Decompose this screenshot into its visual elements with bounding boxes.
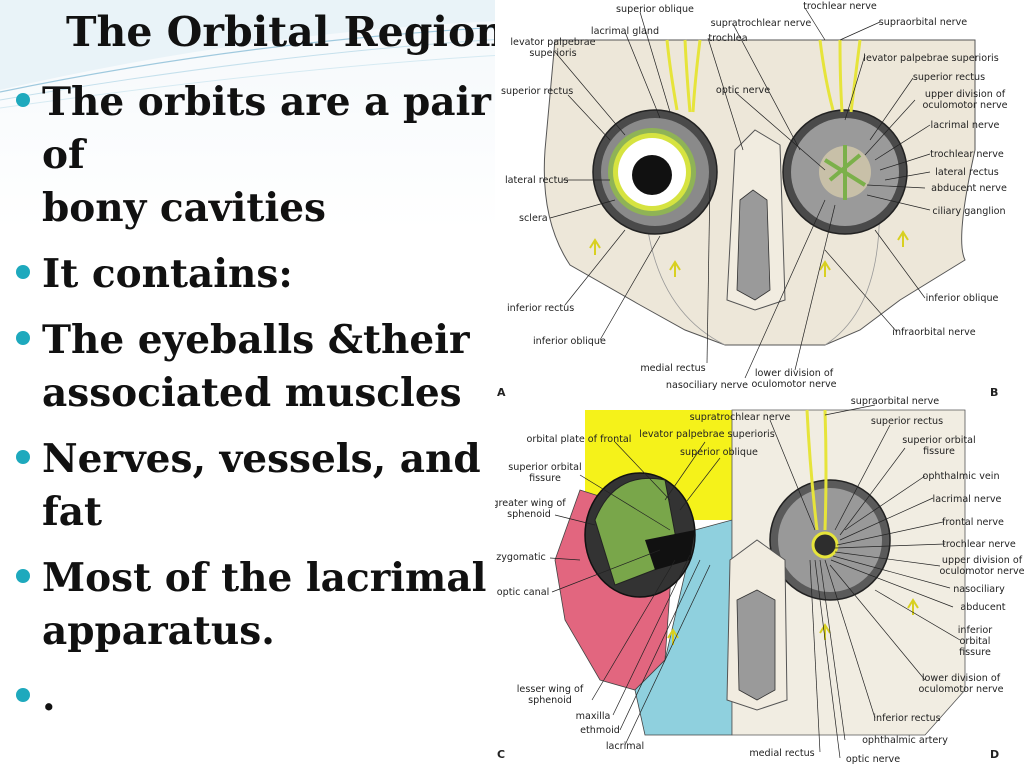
label-d-ophthalmic-vein: ophthalmic vein — [922, 471, 999, 482]
label-a-medial-rectus: medial rectus — [640, 363, 705, 374]
bullet-dot-icon — [16, 93, 30, 107]
label-b-trochlear-top: trochlear nerve — [803, 1, 877, 12]
label-a-inferior-rectus: inferior rectus — [507, 303, 574, 314]
label-c-ethmoid: ethmoid — [580, 725, 620, 736]
label-d-trochlear-nerve: trochlear nerve — [942, 539, 1016, 550]
label-a-superior-rectus: superior rectus — [501, 86, 573, 97]
label-d-abducent: abducent — [960, 602, 1005, 613]
panel-label-a: A — [497, 386, 506, 399]
label-c-levator: levator palpebrae superioris — [639, 429, 774, 440]
label-a-inferior-oblique: inferior oblique — [533, 336, 606, 347]
label-c-maxilla: maxilla — [576, 711, 611, 722]
label-a-sclera: sclera — [519, 213, 548, 224]
label-c-superior-oblique: superior oblique — [680, 447, 758, 458]
bullet-item: It contains: — [14, 248, 504, 301]
label-c-orbital-plate: orbital plate of frontal — [527, 434, 632, 445]
label-trochlea: trochlea — [708, 33, 747, 44]
label-c-lacrimal: lacrimal — [606, 741, 644, 752]
label-c-zygomatic: zygomatic — [496, 552, 546, 563]
bullet-list: The orbits are a pair of bony cavities I… — [14, 76, 504, 737]
label-d-nasociliary: nasociliary — [953, 584, 1005, 595]
bullet-dot-icon — [16, 331, 30, 345]
bullet-item: Most of the lacrimal apparatus. — [14, 552, 504, 658]
skull-front-bottom — [554, 409, 966, 736]
panel-label-d: D — [990, 748, 999, 761]
bullet-text: Most of the lacrimal apparatus. — [42, 555, 487, 654]
label-b-levator: levator palpebrae superioris — [863, 53, 998, 64]
label-d-frontal-nerve: frontal nerve — [942, 517, 1004, 528]
bullet-dot-icon — [16, 688, 30, 702]
label-d-medial-rectus: medial rectus — [749, 748, 814, 759]
bullet-item: Nerves, vessels, and fat — [14, 433, 504, 539]
bullet-item: The orbits are a pair of bony cavities — [14, 76, 504, 235]
bullet-text: Nerves, vessels, and fat — [42, 436, 481, 535]
label-b-lateral-rectus: lateral rectus — [935, 167, 999, 178]
label-d-supraorbital: supraorbital nerve — [851, 396, 940, 407]
slide-title: The Orbital Region — [66, 8, 506, 56]
leader-lines-bottom — [549, 404, 961, 759]
bullet-text: It contains: — [42, 251, 293, 297]
label-d-superior-rectus: superior rectus — [871, 416, 943, 427]
label-b-supraorbital: supraorbital nerve — [879, 17, 968, 28]
label-b-abducent: abducent nerve — [931, 183, 1007, 194]
label-d-optic-nerve: optic nerve — [846, 754, 900, 765]
label-b-lacrimal: lacrimal nerve — [931, 120, 1000, 131]
label-supratrochlear-nerve: supratrochlear nerve — [711, 18, 812, 29]
label-d-lacrimal-nerve: lacrimal nerve — [933, 494, 1002, 505]
label-d-inferior-rectus: inferior rectus — [873, 713, 940, 724]
label-a-lateral-rectus: lateral rectus — [505, 175, 569, 186]
panel-label-b: B — [990, 386, 998, 399]
bullet-item: . — [14, 671, 504, 724]
bullet-text: The eyeballs &their associated muscles — [42, 317, 470, 416]
label-optic-nerve: optic nerve — [716, 85, 770, 96]
bullet-dot-icon — [16, 569, 30, 583]
bullet-item: The eyeballs &their associated muscles — [14, 314, 504, 420]
bullet-dot-icon — [16, 265, 30, 279]
label-c-supratrochlear: supratrochlear nerve — [690, 412, 791, 423]
label-b-superior-rectus: superior rectus — [913, 72, 985, 83]
label-nasociliary-nerve: nasociliary nerve — [666, 380, 748, 391]
label-a-lacrimal-gland: lacrimal gland — [591, 26, 659, 37]
label-b-trochlear: trochlear nerve — [930, 149, 1004, 160]
bullet-text: The orbits are a pair of bony cavities — [42, 79, 491, 231]
label-b-infraorbital: infraorbital nerve — [892, 327, 975, 338]
skull-front-top — [543, 39, 976, 346]
label-b-ciliary-ganglion: ciliary ganglion — [932, 206, 1005, 217]
label-a-superior-oblique: superior oblique — [616, 4, 694, 15]
bullet-dot-icon — [16, 450, 30, 464]
leader-lines-top — [549, 7, 931, 379]
label-b-inferior-oblique: inferior oblique — [926, 293, 999, 304]
label-c-optic-canal: optic canal — [497, 587, 550, 598]
panel-label-c: C — [497, 748, 505, 761]
bullet-text: . — [42, 674, 56, 720]
label-d-ophthalmic-artery: ophthalmic artery — [862, 735, 948, 746]
header-swoosh — [0, 0, 521, 109]
